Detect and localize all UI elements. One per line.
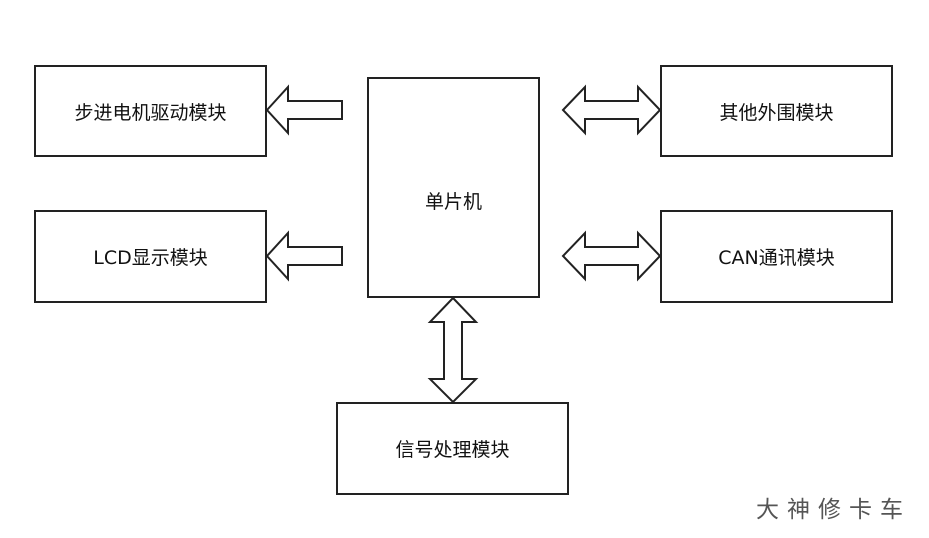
node-peripheral-label: 其他外围模块 bbox=[719, 101, 834, 124]
node-can-label: CAN通讯模块 bbox=[718, 247, 835, 269]
node-peripheral: 其他外围模块 bbox=[660, 65, 893, 157]
node-signal-label: 信号处理模块 bbox=[395, 439, 510, 461]
arrow-mcu-signal bbox=[427, 296, 479, 404]
watermark-text: 大神修卡车 bbox=[756, 497, 911, 523]
node-stepper-driver: 步进电机驱动模块 bbox=[34, 65, 267, 157]
arrow-mcu-to-stepper bbox=[265, 84, 343, 136]
arrow-mcu-can bbox=[561, 230, 662, 282]
node-mcu-label: 单片机 bbox=[424, 191, 482, 213]
arrow-mcu-to-lcd bbox=[265, 230, 343, 282]
node-mcu: 单片机 bbox=[367, 77, 540, 298]
node-signal-processing: 信号处理模块 bbox=[336, 402, 569, 495]
arrow-mcu-peripheral bbox=[561, 84, 662, 136]
node-lcd-display: LCD显示模块 bbox=[34, 210, 267, 303]
node-lcd-label: LCD显示模块 bbox=[93, 247, 208, 269]
node-can-comm: CAN通讯模块 bbox=[660, 210, 893, 303]
node-stepper-label: 步进电机驱动模块 bbox=[74, 101, 227, 124]
